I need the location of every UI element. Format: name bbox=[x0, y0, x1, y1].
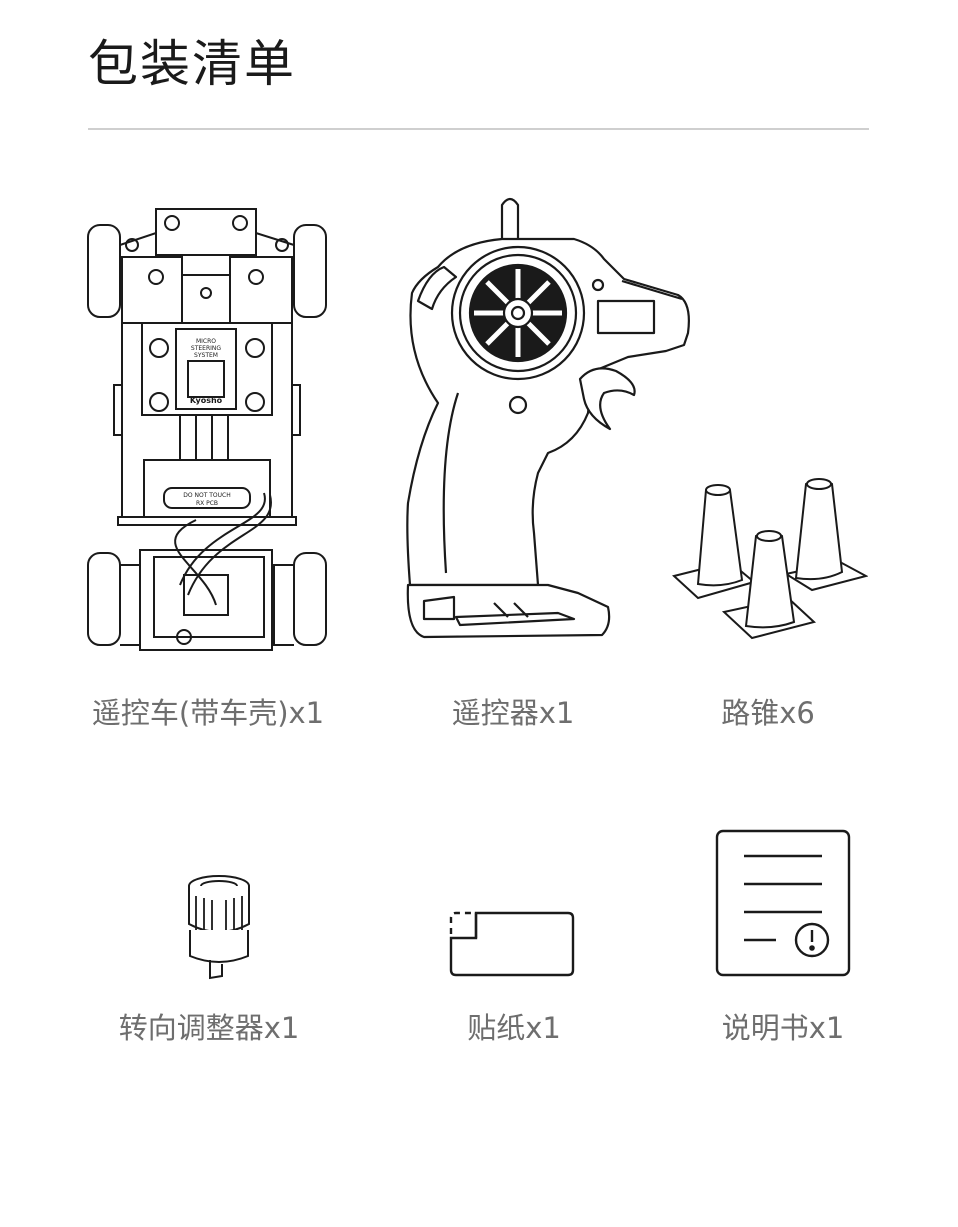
chip-text-1: MICRO bbox=[196, 338, 216, 345]
item-caption-car: 遥控车(带车壳)x1 bbox=[91, 696, 325, 730]
traffic-cone-icon bbox=[672, 474, 868, 652]
warning-text-2: RX PCB bbox=[196, 500, 218, 507]
title-divider bbox=[88, 128, 869, 130]
chip-text-2: STEERING bbox=[191, 345, 221, 352]
chip-text-3: SYSTEM bbox=[194, 352, 218, 359]
item-caption-sticker: 贴纸x1 bbox=[467, 1011, 561, 1045]
item-caption-manual: 说明书x1 bbox=[721, 1011, 845, 1045]
item-caption-cones: 路锥x6 bbox=[721, 696, 815, 730]
warning-text-1: DO NOT TOUCH bbox=[183, 492, 231, 499]
steering-adjuster-icon bbox=[182, 872, 256, 980]
manual-icon bbox=[714, 828, 852, 978]
sticker-icon bbox=[448, 910, 576, 978]
brand-logo: Kyosho bbox=[190, 396, 223, 405]
item-caption-steering-adjuster: 转向调整器x1 bbox=[118, 1011, 300, 1045]
rc-car-chassis-icon: MICRO STEERING SYSTEM Kyosho DO NOT TOUC… bbox=[84, 205, 332, 655]
page-title: 包装清单 bbox=[88, 35, 296, 93]
item-caption-transmitter: 遥控器x1 bbox=[451, 696, 575, 730]
transmitter-icon bbox=[398, 193, 698, 646]
